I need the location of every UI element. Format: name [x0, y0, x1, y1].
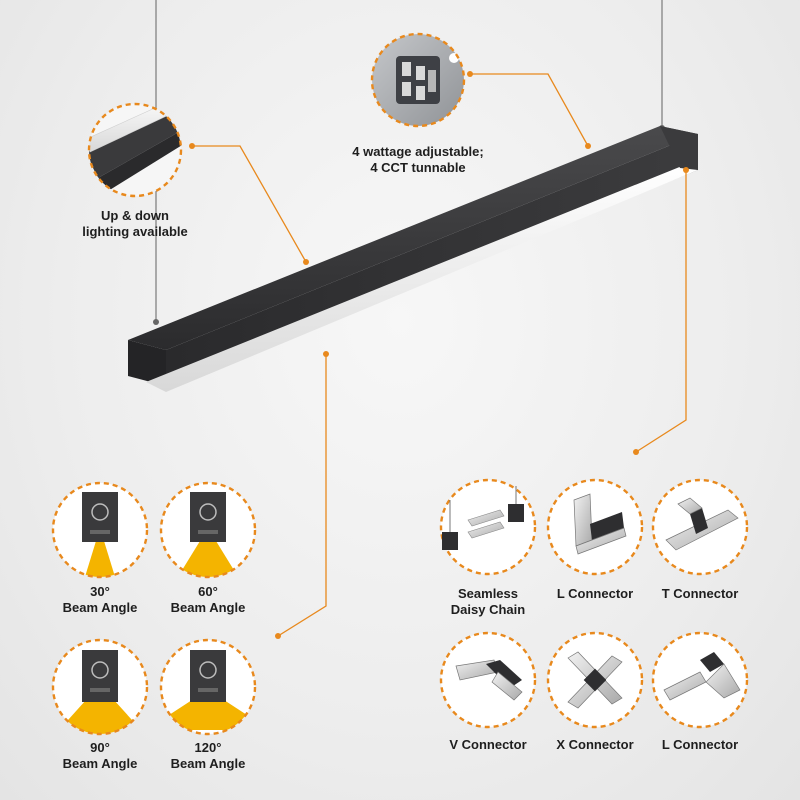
l-connector-caption: L Connector	[556, 586, 634, 601]
x-connector-icon	[546, 631, 644, 729]
beam-angle-60-caption: 60° Beam Angle	[170, 584, 246, 615]
wattage-caption: 4 wattage adjustable; 4 CCT tunnable	[352, 144, 484, 175]
t-connector-icon	[651, 478, 749, 576]
beam-angle-90-icon	[51, 638, 149, 736]
l-connector-icon	[546, 478, 644, 576]
up-down-caption: Up & down lighting available	[82, 208, 188, 239]
up-down-lighting-detail	[87, 102, 183, 198]
daisy-chain-caption: Seamless Daisy Chain	[450, 586, 526, 617]
daisy-chain-icon	[439, 478, 537, 576]
beam-angle-30-icon	[51, 481, 149, 579]
beam-angle-90-caption: 90° Beam Angle	[62, 740, 138, 771]
beam-angle-30-caption: 30° Beam Angle	[62, 584, 138, 615]
wire-clamp	[153, 319, 159, 325]
v-connector-icon	[439, 631, 537, 729]
driver-switch-detail	[370, 32, 466, 128]
x-connector-caption: X Connector	[556, 737, 634, 752]
callout-leaders	[192, 73, 687, 637]
beam-angle-60-icon	[159, 481, 257, 579]
linear-light-fixture	[128, 126, 698, 392]
beam-angle-120-caption: 120° Beam Angle	[170, 740, 246, 771]
l-connector-caption-2: L Connector	[661, 737, 739, 752]
beam-angle-120-icon	[159, 638, 257, 736]
t-connector-caption: T Connector	[661, 586, 739, 601]
l-connector-icon	[651, 631, 749, 729]
v-connector-caption: V Connector	[449, 737, 527, 752]
leader-dots	[189, 71, 689, 639]
